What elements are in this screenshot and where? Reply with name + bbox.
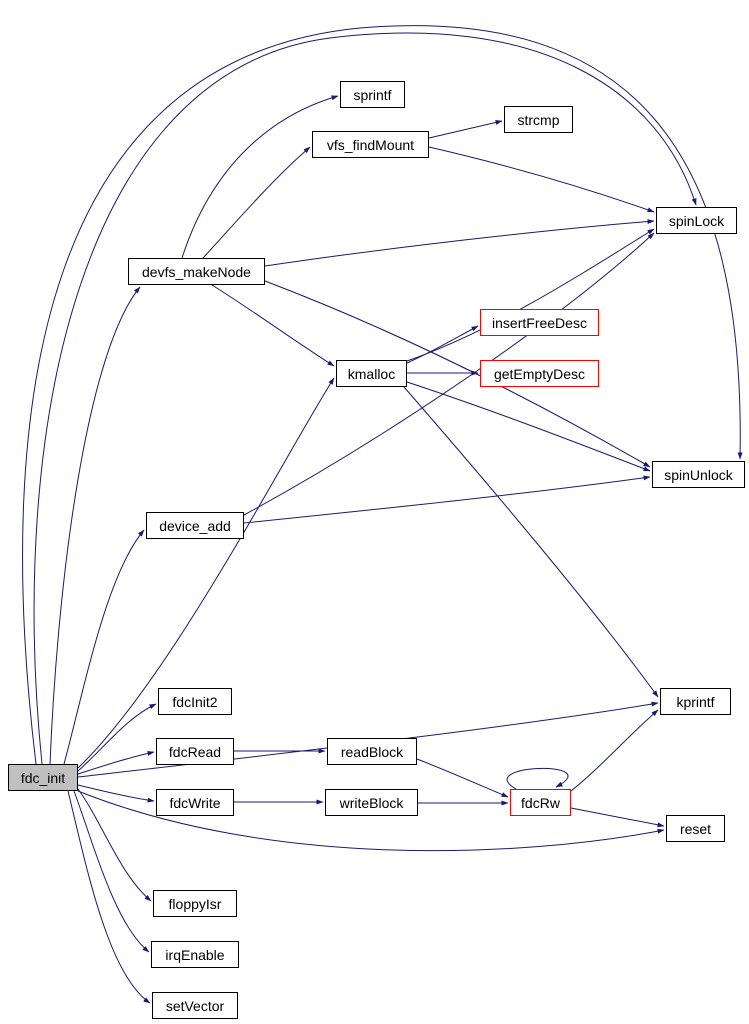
call-edge-fdcRw-to-kprintf — [570, 709, 659, 792]
graph-node-getEmptyDesc[interactable]: getEmptyDesc — [480, 360, 599, 387]
call-edge-vfs_findMount-to-strcmp — [428, 120, 503, 139]
graph-node-fdcInit2[interactable]: fdcInit2 — [158, 688, 232, 715]
graph-node-writeBlock[interactable]: writeBlock — [325, 789, 418, 816]
call-edge-vfs_findMount-to-spinLock — [428, 146, 655, 213]
call-edge-fdc_init-to-irqEnable — [73, 790, 150, 953]
graph-node-strcmp[interactable]: strcmp — [504, 106, 573, 133]
graph-node-setVector[interactable]: setVector — [152, 992, 238, 1019]
graph-node-kmalloc[interactable]: kmalloc — [336, 360, 407, 387]
graph-node-devfs_makeNode[interactable]: devfs_makeNode — [128, 258, 265, 285]
call-edge-fdc_init-to-devfs_makeNode — [49, 286, 141, 765]
call-edge-fdc_init-to-fdcRead — [77, 750, 155, 775]
graph-node-vfs_findMount[interactable]: vfs_findMount — [312, 131, 429, 158]
call-edge-kmalloc-to-insertFreeDesc — [406, 325, 479, 364]
graph-node-readBlock[interactable]: readBlock — [327, 738, 417, 765]
call-edge-device_add-to-spinUnlock — [243, 475, 651, 524]
call-edge-fdcRw-to-reset — [570, 807, 665, 828]
graph-node-kprintf[interactable]: kprintf — [660, 688, 731, 715]
call-edge-fdc_init-to-fdcWrite — [77, 784, 155, 803]
call-edge-devfs_makeNode-to-vfs_findMount — [202, 146, 311, 259]
call-edge-fdc_init-to-fdcInit2 — [77, 703, 157, 772]
call-edge-fdc_init-to-spinLock — [33, 32, 697, 765]
graph-node-spinLock[interactable]: spinLock — [656, 207, 737, 234]
graph-node-irqEnable[interactable]: irqEnable — [151, 941, 239, 968]
call-edge-kmalloc-to-kprintf — [403, 386, 659, 698]
graph-node-insertFreeDesc[interactable]: insertFreeDesc — [480, 309, 599, 336]
graph-node-fdcRead[interactable]: fdcRead — [156, 738, 234, 765]
call-edge-fdc_init-to-device_add — [63, 529, 145, 765]
call-edge-kmalloc-to-spinUnlock — [406, 381, 651, 472]
graph-node-fdc_init[interactable]: fdc_init — [8, 764, 78, 791]
graph-node-spinUnlock[interactable]: spinUnlock — [652, 461, 745, 488]
call-edge-fdc_init-to-floppyIsr — [77, 788, 152, 902]
call-edge-fdc_init-to-spinUnlock — [22, 25, 743, 765]
graph-node-sprintf[interactable]: sprintf — [340, 81, 405, 108]
graph-node-reset[interactable]: reset — [666, 815, 725, 842]
call-edge-fdc_init-to-reset — [77, 790, 665, 852]
graph-node-device_add[interactable]: device_add — [146, 512, 244, 539]
call-edge-device_add-to-spinLock — [243, 232, 655, 516]
call-edge-fdc_init-to-kmalloc — [77, 377, 335, 769]
call-edge-devfs_makeNode-to-spinLock — [264, 219, 655, 267]
call-edge-fdcRw-to-fdcRw — [506, 768, 569, 790]
call-edge-devfs_makeNode-to-sprintf — [181, 95, 339, 259]
graph-node-fdcRw[interactable]: fdcRw — [510, 789, 571, 816]
call-edge-readBlock-to-fdcRw — [416, 758, 509, 798]
graph-node-fdcWrite[interactable]: fdcWrite — [156, 789, 234, 816]
call-edge-devfs_makeNode-to-kmalloc — [211, 284, 335, 367]
call-edge-kmalloc-to-spinLock — [406, 228, 655, 362]
graph-node-floppyIsr[interactable]: floppyIsr — [153, 890, 237, 917]
call-edge-fdc_init-to-setVector — [67, 790, 151, 1004]
